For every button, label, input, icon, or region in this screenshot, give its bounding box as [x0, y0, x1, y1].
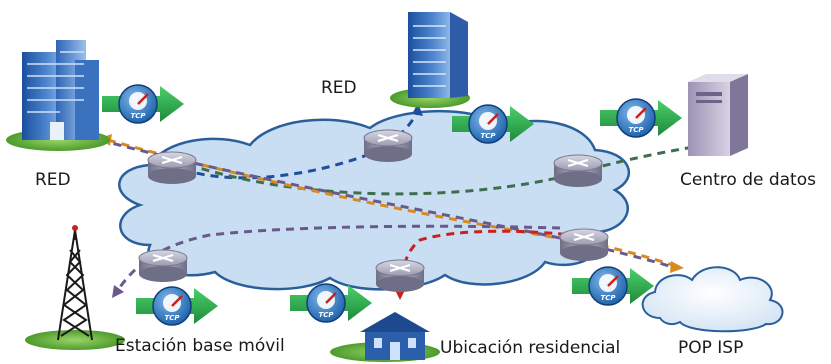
tower-light-icon [72, 225, 78, 231]
tcp-gauge-icon: TCP [452, 104, 534, 144]
tcp-gauge-icon: TCP [572, 266, 654, 306]
label-red-top: RED [321, 78, 357, 98]
router-icon [559, 228, 609, 261]
svg-text:TCP: TCP [318, 311, 334, 319]
house-icon [330, 312, 440, 362]
tcp-gauge-icon: TCP [290, 283, 372, 323]
router-icon [363, 129, 413, 162]
svg-text:TCP: TCP [164, 314, 180, 322]
tcp-gauge-icon: TCP [102, 84, 184, 124]
label-red-left: RED [35, 170, 71, 190]
tcp-gauge-icon: TCP [600, 98, 682, 138]
flow-red [398, 229, 581, 293]
tower-icon [25, 228, 125, 350]
building-icon [390, 12, 470, 108]
isp-cloud-icon [641, 266, 784, 333]
router-icon [147, 151, 197, 184]
server-icon [688, 74, 748, 156]
flow-orange [107, 138, 677, 268]
svg-text:TCP: TCP [130, 112, 146, 120]
building-icon [6, 40, 110, 151]
tcp-gauge-icon: TCP [136, 286, 218, 326]
label-mobile-base-station: Estación base móvil [115, 336, 285, 356]
label-pop-isp: POP ISP [678, 338, 744, 358]
label-residential: Ubicación residencial [440, 338, 621, 358]
router-icon [138, 249, 188, 282]
flow-blue [169, 109, 420, 180]
svg-text:TCP: TCP [480, 132, 496, 140]
svg-text:TCP: TCP [600, 294, 616, 302]
svg-text:TCP: TCP [628, 126, 644, 134]
router-icon [375, 259, 425, 292]
flow-purple-a [99, 138, 677, 270]
label-datacenter: Centro de datos [680, 170, 816, 190]
router-icon [553, 154, 603, 187]
